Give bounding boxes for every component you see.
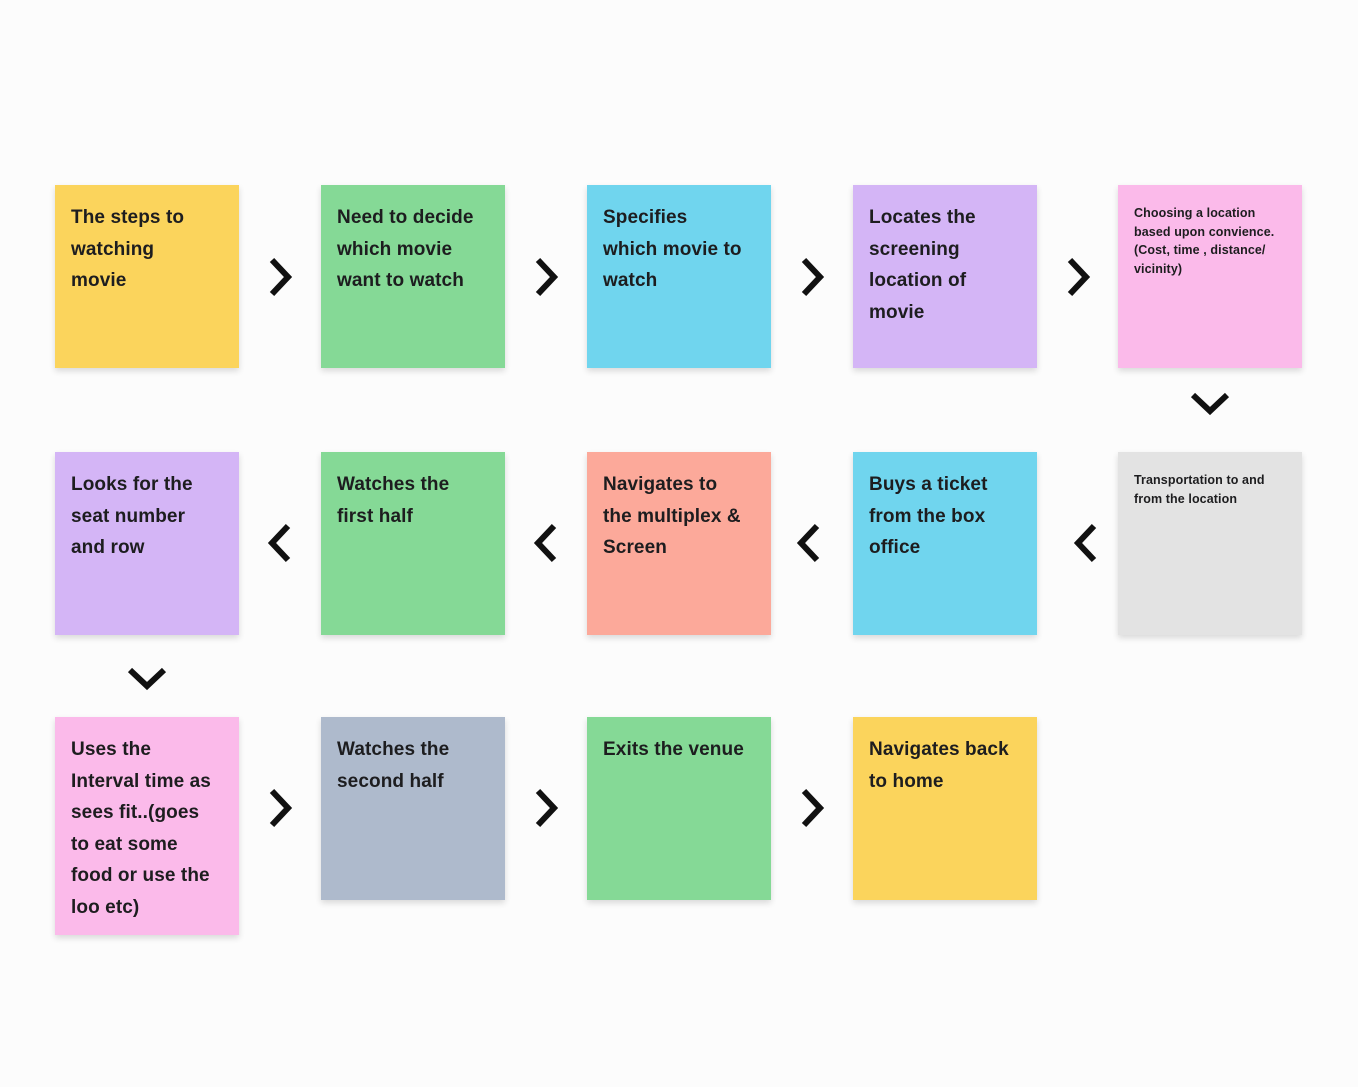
sticky-note-decide-movie[interactable]: Need to decide which movie want to watch (321, 185, 505, 368)
sticky-note-navigates-multiplex[interactable]: Navigates to the multiplex & Screen (587, 452, 771, 635)
sticky-note-locates-screening[interactable]: Locates the screening location of movie (853, 185, 1037, 368)
arrow-left-icon[interactable] (796, 521, 822, 565)
arrow-left-icon[interactable] (267, 521, 293, 565)
sticky-note-steps-title[interactable]: The steps to watching movie (55, 185, 239, 368)
sticky-note-text: Buys a ticket from the box office (869, 474, 988, 558)
arrow-right-icon[interactable] (1065, 255, 1091, 299)
sticky-note-text: Need to decide which movie want to watch (337, 207, 474, 291)
arrow-right-icon[interactable] (799, 255, 825, 299)
sticky-note-interval-time[interactable]: Uses the Interval time as sees fit..(goe… (55, 717, 239, 935)
sticky-note-text: Locates the screening location of movie (869, 207, 976, 323)
arrow-left-icon[interactable] (1073, 521, 1099, 565)
sticky-note-text: Exits the venue (603, 739, 744, 760)
arrow-right-icon[interactable] (533, 255, 559, 299)
sticky-note-watches-second-half[interactable]: Watches the second half (321, 717, 505, 900)
sticky-note-navigates-home[interactable]: Navigates back to home (853, 717, 1037, 900)
arrow-right-icon[interactable] (533, 786, 559, 830)
arrow-down-icon[interactable] (125, 665, 169, 691)
sticky-note-looks-for-seat[interactable]: Looks for the seat number and row (55, 452, 239, 635)
sticky-note-buys-ticket[interactable]: Buys a ticket from the box office (853, 452, 1037, 635)
arrow-right-icon[interactable] (799, 786, 825, 830)
arrow-right-icon[interactable] (267, 255, 293, 299)
sticky-note-text: Watches the second half (337, 739, 450, 792)
arrow-down-icon[interactable] (1188, 390, 1232, 416)
sticky-note-transportation[interactable]: Transportation to and from the location (1118, 452, 1302, 635)
sticky-note-text: Choosing a location based upon convience… (1134, 206, 1275, 276)
arrow-left-icon[interactable] (533, 521, 559, 565)
sticky-note-choosing-location[interactable]: Choosing a location based upon convience… (1118, 185, 1302, 368)
sticky-note-text: Navigates back to home (869, 739, 1009, 792)
sticky-note-text: Looks for the seat number and row (71, 474, 193, 558)
sticky-note-text: Navigates to the multiplex & Screen (603, 474, 741, 558)
sticky-note-exits-venue[interactable]: Exits the venue (587, 717, 771, 900)
sticky-note-text: Transportation to and from the location (1134, 473, 1265, 506)
arrow-right-icon[interactable] (267, 786, 293, 830)
sticky-note-text: Specifies which movie to watch (603, 207, 742, 291)
sticky-note-text: Watches the first half (337, 474, 450, 527)
sticky-note-specifies-movie[interactable]: Specifies which movie to watch (587, 185, 771, 368)
sticky-note-watches-first-half[interactable]: Watches the first half (321, 452, 505, 635)
sticky-note-text: Uses the Interval time as sees fit..(goe… (71, 739, 211, 918)
sticky-note-text: The steps to watching movie (71, 207, 185, 291)
